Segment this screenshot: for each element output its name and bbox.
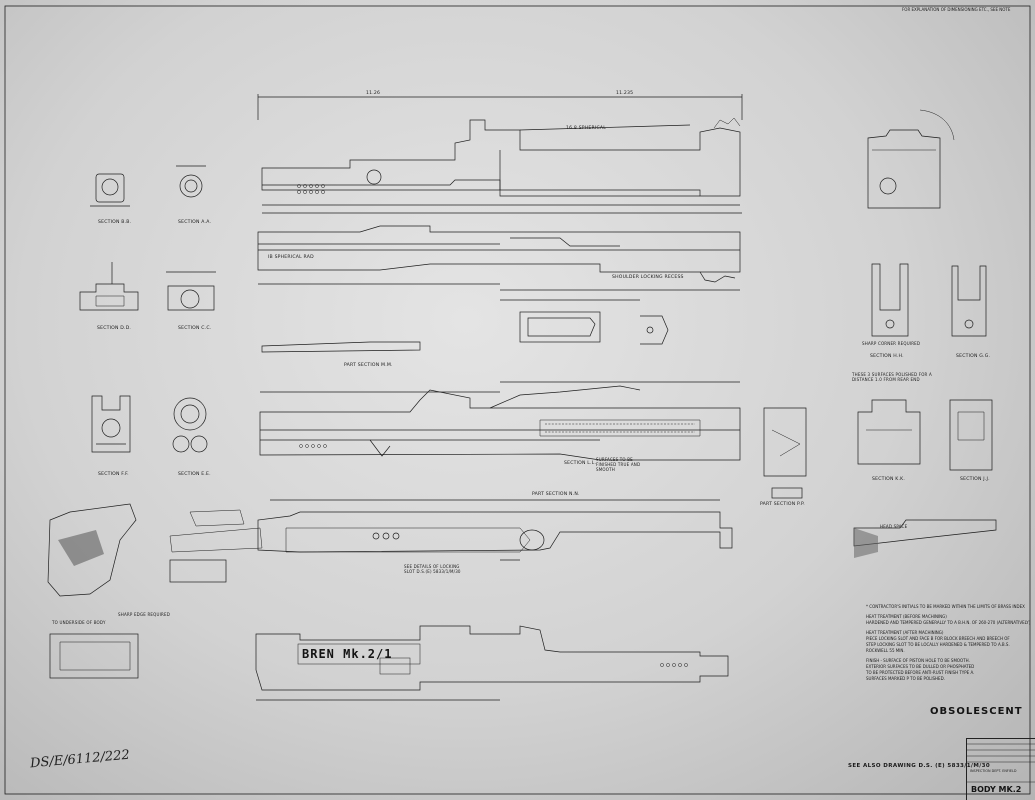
section-ee-label: SECTION E.E. bbox=[178, 472, 211, 477]
note-line: HEAT TREATMENT (AFTER MACHINING) bbox=[866, 630, 944, 635]
spherical-note-1: 16.8 SPHERICAL bbox=[566, 126, 606, 131]
body-underside-view bbox=[255, 625, 729, 701]
title-block: INSPECTION DEPT. ENFIELD BODY MK.2 bbox=[966, 738, 1035, 800]
surfaces-smooth-note: SURFACES TO BE FINISHED TRUE AND SMOOTH bbox=[596, 457, 641, 472]
note-line: HEAT TREATMENT (BEFORE MACHINING) bbox=[866, 614, 947, 619]
top-note: FOR EXPLANATION OF DIMENSIONING ETC., SE… bbox=[902, 7, 1011, 12]
section-ff-label: SECTION F.F. bbox=[98, 472, 129, 477]
underside-note: TO UNDERSIDE OF BODY bbox=[52, 620, 106, 625]
right-section-drawings bbox=[853, 109, 997, 558]
spherical-note-2: IB SPHERICAL RAD bbox=[268, 255, 314, 260]
title-block-part-name: BODY MK.2 bbox=[971, 785, 1022, 794]
part-section-nn-view bbox=[257, 499, 733, 561]
title-block-firm: INSPECTION DEPT. ENFIELD bbox=[970, 769, 1017, 773]
part-section-pp-view bbox=[763, 407, 807, 499]
locking-slot-details-note: SEE DETAILS OF LOCKING SLOT D.S.(E) 5833… bbox=[404, 564, 461, 574]
sharp-edge-note: SHARP EDGE REQUIRED bbox=[118, 612, 171, 617]
note-line: SURFACES MARKED P TO BE POLISHED. bbox=[866, 676, 945, 681]
dim-top-2: 11.235 bbox=[616, 91, 634, 96]
section-ll-label: SECTION L.L. bbox=[564, 461, 597, 466]
note-line: TO BE PROTECTED BEFORE ANTI-RUST FINISH … bbox=[866, 670, 975, 675]
part-section-nn-label: PART SECTION N.N. bbox=[532, 492, 580, 497]
obsolescent-stamp: OBSOLESCENT bbox=[930, 706, 1023, 717]
part-section-mm-label: PART SECTION M.M. bbox=[344, 363, 393, 368]
head-space-note: HEAD SPACE bbox=[880, 524, 908, 529]
section-hh-label: SECTION H.H. bbox=[870, 354, 904, 359]
body-plan-view bbox=[257, 225, 741, 291]
section-jj-label: SECTION J.J. bbox=[960, 477, 990, 482]
engraving-text: BREN Mk.2/1 bbox=[302, 647, 393, 661]
section-bb-label: SECTION B.B. bbox=[98, 220, 132, 225]
note-line: ROCKWELL 55 MIN. bbox=[866, 648, 905, 653]
note-line: FINISH - SURFACE OF PISTON HOLE TO BE SM… bbox=[866, 658, 970, 663]
note-line: HARDENED AND TEMPERED GENERALLY TO A B.H… bbox=[866, 620, 1031, 625]
sharp-corner-note: SHARP CORNER REQUIRED bbox=[862, 341, 921, 346]
section-gg-label: SECTION G.G. bbox=[956, 354, 991, 359]
note-line: * CONTRACTOR'S INITIALS TO BE MARKED WIT… bbox=[866, 604, 1025, 609]
left-section-drawings bbox=[47, 165, 263, 679]
section-dd-label: SECTION D.D. bbox=[97, 326, 132, 331]
body-side-elevation bbox=[257, 94, 743, 214]
polished-note: THESE 3 SURFACES POLISHED FOR A DISTANCE… bbox=[852, 372, 932, 382]
note-line: STEP LOCKING SLOT TO BE LOCALLY HARDENED… bbox=[866, 642, 1010, 647]
part-section-pp-label: PART SECTION P.P. bbox=[760, 502, 805, 507]
section-ll-view bbox=[259, 381, 741, 461]
section-kk-label: SECTION K.K. bbox=[872, 477, 906, 482]
see-also-reference: SEE ALSO DRAWING D.S. (E) 5833/1/M/30 bbox=[848, 763, 991, 769]
locking-recess-note: SHOULDER LOCKING RECESS bbox=[612, 275, 684, 280]
centre-detail-view bbox=[500, 299, 669, 345]
section-aa-label: SECTION A.A. bbox=[178, 220, 212, 225]
note-line: EXTERIOR SURFACES TO BE DULLED OR PHOSPH… bbox=[866, 664, 975, 669]
note-line: PIECE LOCKING SLOT AND FACE B FOR BLOCK … bbox=[866, 636, 1010, 641]
section-cc-label: SECTION C.C. bbox=[178, 326, 212, 331]
part-section-mm bbox=[261, 341, 421, 353]
dim-top-1: 11.26 bbox=[366, 91, 381, 96]
